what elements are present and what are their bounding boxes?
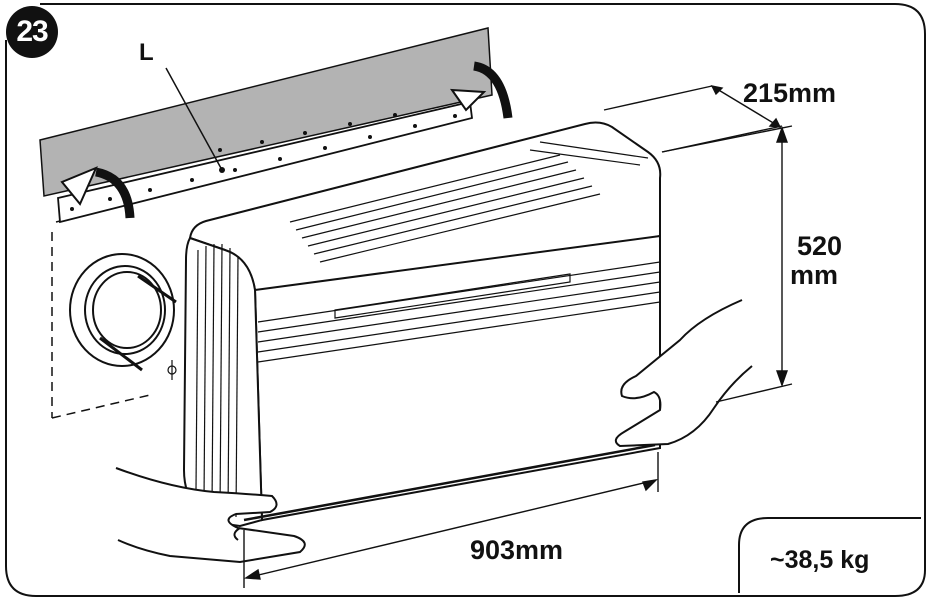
curved-arrow-left	[60, 166, 135, 219]
label-L-point	[219, 167, 225, 173]
side-ribs	[195, 243, 239, 518]
dimension-height	[661, 125, 793, 403]
outer-frame	[5, 3, 926, 597]
appliance	[182, 121, 662, 528]
screw-marks	[167, 360, 177, 380]
width-dimension-label: 903mm	[470, 535, 564, 565]
bottom-edge	[243, 443, 656, 522]
step-number-badge: 23	[6, 6, 58, 58]
weight-box	[738, 517, 921, 593]
dimension-width	[243, 452, 659, 588]
height-dimension-unit: mm	[790, 260, 839, 290]
top-grille	[289, 141, 649, 263]
wall-pipe-ring	[69, 253, 175, 367]
right-hand	[614, 299, 753, 448]
left-hand	[115, 467, 306, 564]
bracket-holes	[70, 113, 457, 211]
bracket-rail	[57, 100, 473, 224]
weight-label: ~38,5 kg	[770, 546, 870, 574]
bracket-label: L	[139, 39, 154, 66]
screws	[99, 274, 177, 372]
curved-arrow-right	[449, 61, 513, 119]
front-grille	[257, 261, 661, 363]
height-dimension-value: 520	[797, 231, 843, 261]
depth-dimension-label: 215mm	[743, 78, 837, 108]
label-L-leader	[165, 67, 223, 171]
wall-bracket	[39, 27, 493, 197]
